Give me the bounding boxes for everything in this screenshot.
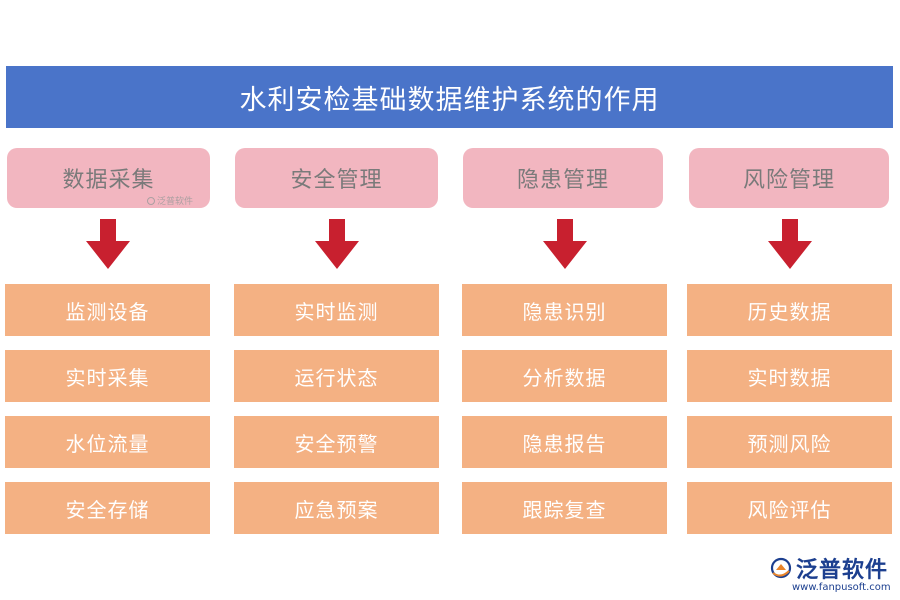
item-label: 实时采集 bbox=[65, 365, 150, 390]
item-box: 应急预案 bbox=[234, 482, 439, 534]
brand-logo: 泛普软件 www.fanpusoft.com bbox=[770, 552, 891, 593]
item-box: 历史数据 bbox=[687, 284, 892, 336]
category-label: 数据采集 bbox=[62, 168, 155, 193]
category-label: 隐患管理 bbox=[516, 168, 609, 193]
item-label: 应急预案 bbox=[294, 497, 379, 522]
item-label: 安全存储 bbox=[65, 497, 150, 522]
watermark-text: 泛普软件 bbox=[157, 197, 194, 207]
item-box: 实时采集 bbox=[5, 350, 210, 402]
item-label: 隐患报告 bbox=[522, 431, 607, 456]
title-bar: 水利安检基础数据维护系统的作用 bbox=[6, 66, 893, 128]
down-arrow-icon bbox=[543, 219, 587, 269]
item-box: 分析数据 bbox=[462, 350, 667, 402]
watermark-icon bbox=[147, 196, 155, 205]
item-box: 隐患识别 bbox=[462, 284, 667, 336]
item-box: 风险评估 bbox=[687, 482, 892, 534]
category-box: 隐患管理 bbox=[463, 148, 663, 208]
category-label: 风险管理 bbox=[742, 168, 835, 193]
down-arrow-icon bbox=[768, 219, 812, 269]
item-box: 监测设备 bbox=[5, 284, 210, 336]
item-label: 实时监测 bbox=[294, 299, 379, 324]
item-label: 预测风险 bbox=[747, 431, 832, 456]
watermark: 泛普软件 bbox=[147, 194, 193, 207]
item-label: 分析数据 bbox=[522, 365, 607, 390]
down-arrow-icon bbox=[315, 219, 359, 269]
category-box: 数据采集 bbox=[7, 148, 210, 208]
item-box: 水位流量 bbox=[5, 416, 210, 468]
item-box: 预测风险 bbox=[687, 416, 892, 468]
item-label: 水位流量 bbox=[65, 431, 150, 456]
item-label: 跟踪复查 bbox=[522, 497, 607, 522]
category-box: 风险管理 bbox=[689, 148, 889, 208]
item-label: 监测设备 bbox=[65, 299, 150, 324]
item-box: 隐患报告 bbox=[462, 416, 667, 468]
item-label: 隐患识别 bbox=[522, 299, 607, 324]
item-box: 安全存储 bbox=[5, 482, 210, 534]
fanpu-logo-icon bbox=[770, 557, 792, 579]
item-box: 安全预警 bbox=[234, 416, 439, 468]
item-label: 安全预警 bbox=[294, 431, 379, 456]
logo-url: www.fanpusoft.com bbox=[792, 582, 891, 593]
logo-name: 泛普软件 bbox=[796, 558, 889, 583]
category-box: 安全管理 bbox=[235, 148, 438, 208]
diagram-title: 水利安检基础数据维护系统的作用 bbox=[239, 84, 660, 116]
item-box: 跟踪复查 bbox=[462, 482, 667, 534]
category-label: 安全管理 bbox=[290, 168, 383, 193]
item-label: 实时数据 bbox=[747, 365, 832, 390]
item-label: 运行状态 bbox=[294, 365, 379, 390]
item-label: 历史数据 bbox=[747, 299, 832, 324]
item-box: 实时监测 bbox=[234, 284, 439, 336]
item-box: 运行状态 bbox=[234, 350, 439, 402]
item-label: 风险评估 bbox=[747, 497, 832, 522]
down-arrow-icon bbox=[86, 219, 130, 269]
item-box: 实时数据 bbox=[687, 350, 892, 402]
